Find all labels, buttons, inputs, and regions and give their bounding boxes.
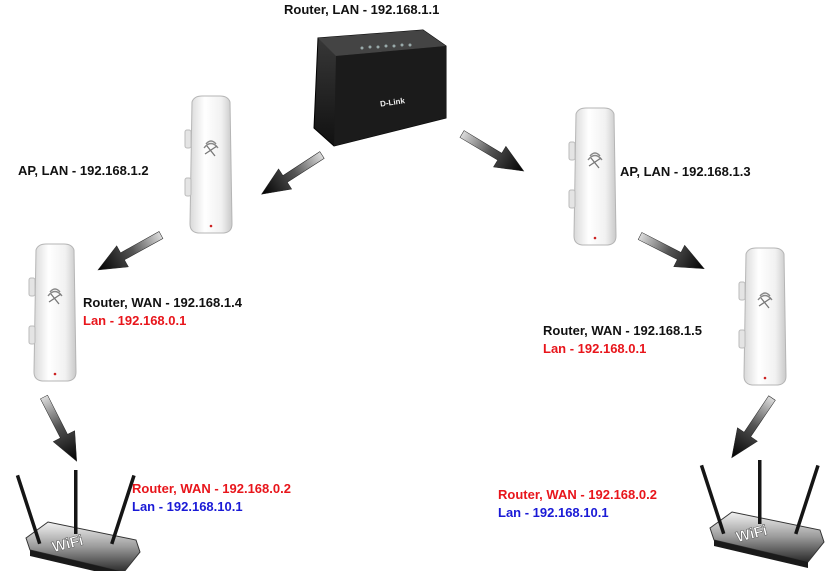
arrow-router-to-ap-left [254,144,329,205]
main-router-device [313,29,447,147]
station-left-device [28,243,77,382]
wifi-right-wan-label: Router, WAN - 192.168.0.2 [498,487,657,502]
main-router-brand: D-Link [380,96,406,108]
ap-right-label: AP, LAN - 192.168.1.3 [620,164,751,179]
station-right-lan-label: Lan - 192.168.0.1 [543,341,647,356]
ap-left-device [184,95,233,234]
wifi-router-right-device [699,459,825,569]
wifi-left-lan-label: Lan - 192.168.10.1 [132,499,243,514]
station-left-wan-label: Router, WAN - 192.168.1.4 [83,295,242,310]
wifi-router-left-device [15,469,141,571]
ap-right-device [568,107,617,246]
wifi-right-lan-label: Lan - 192.168.10.1 [498,505,609,520]
station-right-device [738,247,787,386]
arrow-router-to-ap-right [455,123,531,182]
ap-left-label: AP, LAN - 192.168.1.2 [18,163,149,178]
station-right-wan-label: Router, WAN - 192.168.1.5 [543,323,702,338]
arrow-ap-left-to-station [91,224,168,281]
main-router-label: Router, LAN - 192.168.1.1 [284,2,440,17]
station-left-lan-label: Lan - 192.168.0.1 [83,313,187,328]
arrow-station-right-to-wifi [721,391,783,465]
wifi-left-wan-label: Router, WAN - 192.168.0.2 [132,481,291,496]
arrow-ap-right-to-station [634,225,710,280]
arrow-station-left-to-wifi [33,391,88,467]
